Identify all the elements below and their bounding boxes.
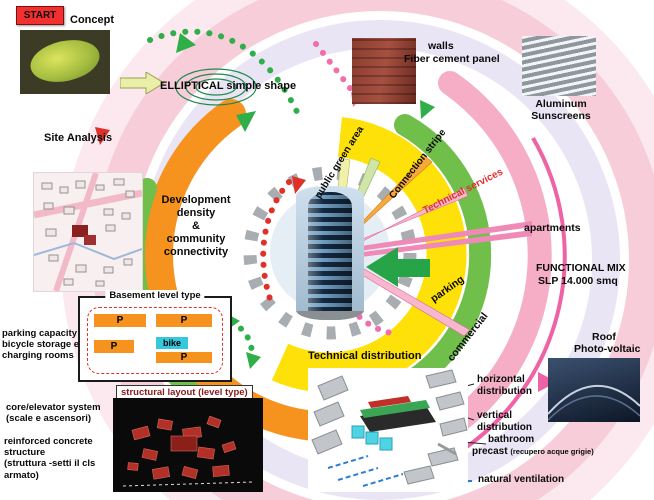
parking-bar: P: [94, 340, 134, 353]
concept-label: Concept: [70, 14, 114, 26]
structural-layout-image: [113, 398, 263, 492]
precast-text: precast: [472, 446, 508, 457]
map-graphics: [34, 173, 142, 291]
roof-photovoltaic-image: [548, 358, 640, 422]
concept-leaf-image: [20, 30, 110, 94]
start-button: START: [16, 6, 64, 25]
parking-bar: P: [156, 314, 212, 327]
level-ticks-ring: [243, 166, 417, 340]
vertical-distribution-label: vertical distribution: [477, 410, 532, 433]
tower-image: [296, 186, 364, 320]
precast-note: (recupero acque grigie): [510, 447, 594, 456]
shape-arrow-icon: [120, 72, 164, 94]
functional-mix-label: FUNCTIONAL MIX: [536, 262, 626, 274]
fiber-cement-label: Fiber cement panel: [404, 53, 500, 65]
elliptical-shape-label: ELLIPTICAL simple shape: [160, 80, 297, 92]
leaf-shape: [26, 34, 104, 88]
bike-storage-badge: bike: [156, 337, 188, 349]
parking-p: P: [116, 315, 124, 326]
slp-label: SLP 14.000 smq: [538, 275, 618, 287]
bike-label: bike: [162, 338, 181, 348]
horizontal-distribution-label: horizontal distribution: [477, 374, 532, 397]
technical-graphics: [311, 369, 468, 487]
parking-p: P: [180, 352, 188, 363]
parking-capacity-label: parking capacity bicycle storage e charg…: [2, 328, 80, 362]
basement-level-box: Basement level type P P P P bike: [78, 290, 232, 382]
precast-label: precast (recupero acque grigie): [472, 446, 594, 458]
natural-ventilation-label: natural ventilation: [478, 474, 565, 485]
walls-label: walls: [428, 40, 454, 52]
basement-circulation-loop: [87, 307, 223, 374]
tower-ground: [296, 311, 364, 320]
photovoltaic-label: Photo-voltaic: [574, 343, 641, 355]
basement-title: Basement level type: [105, 290, 205, 301]
function-label-apartments: apartments: [524, 222, 581, 234]
aluminum-sunscreen-image: [522, 36, 596, 96]
parking-p: P: [110, 341, 118, 352]
aluminum-sunscreens-label: Aluminum Sunscreens: [531, 98, 591, 123]
site-analysis-label: Site Analysis: [44, 132, 113, 144]
bathroom-label: bathroom: [488, 434, 535, 445]
roof-curve-graphics: [548, 384, 640, 421]
concentric-ellipses-icon: [175, 68, 257, 106]
technical-distribution-image: [308, 368, 468, 492]
core-elevator-label: core/elevator system (scale e ascensori): [6, 402, 101, 425]
parking-p: P: [180, 315, 188, 326]
concrete-structure-label: reinforced concrete structure (struttura…: [4, 436, 96, 481]
tower-facade: [308, 192, 352, 312]
dotted-flow-paths: [147, 28, 401, 358]
parking-bar: P: [156, 352, 212, 363]
development-density-label: Development density & community connecti…: [161, 194, 231, 258]
parking-bar: P: [94, 314, 146, 327]
roof-label: Roof: [592, 331, 616, 343]
parking-arrow: [366, 247, 430, 287]
structural-graphics: [122, 415, 254, 487]
site-analysis-map-image: [33, 172, 143, 292]
fiber-cement-panel-image: [352, 38, 416, 104]
technical-distribution-title: Technical distribution: [308, 350, 422, 362]
